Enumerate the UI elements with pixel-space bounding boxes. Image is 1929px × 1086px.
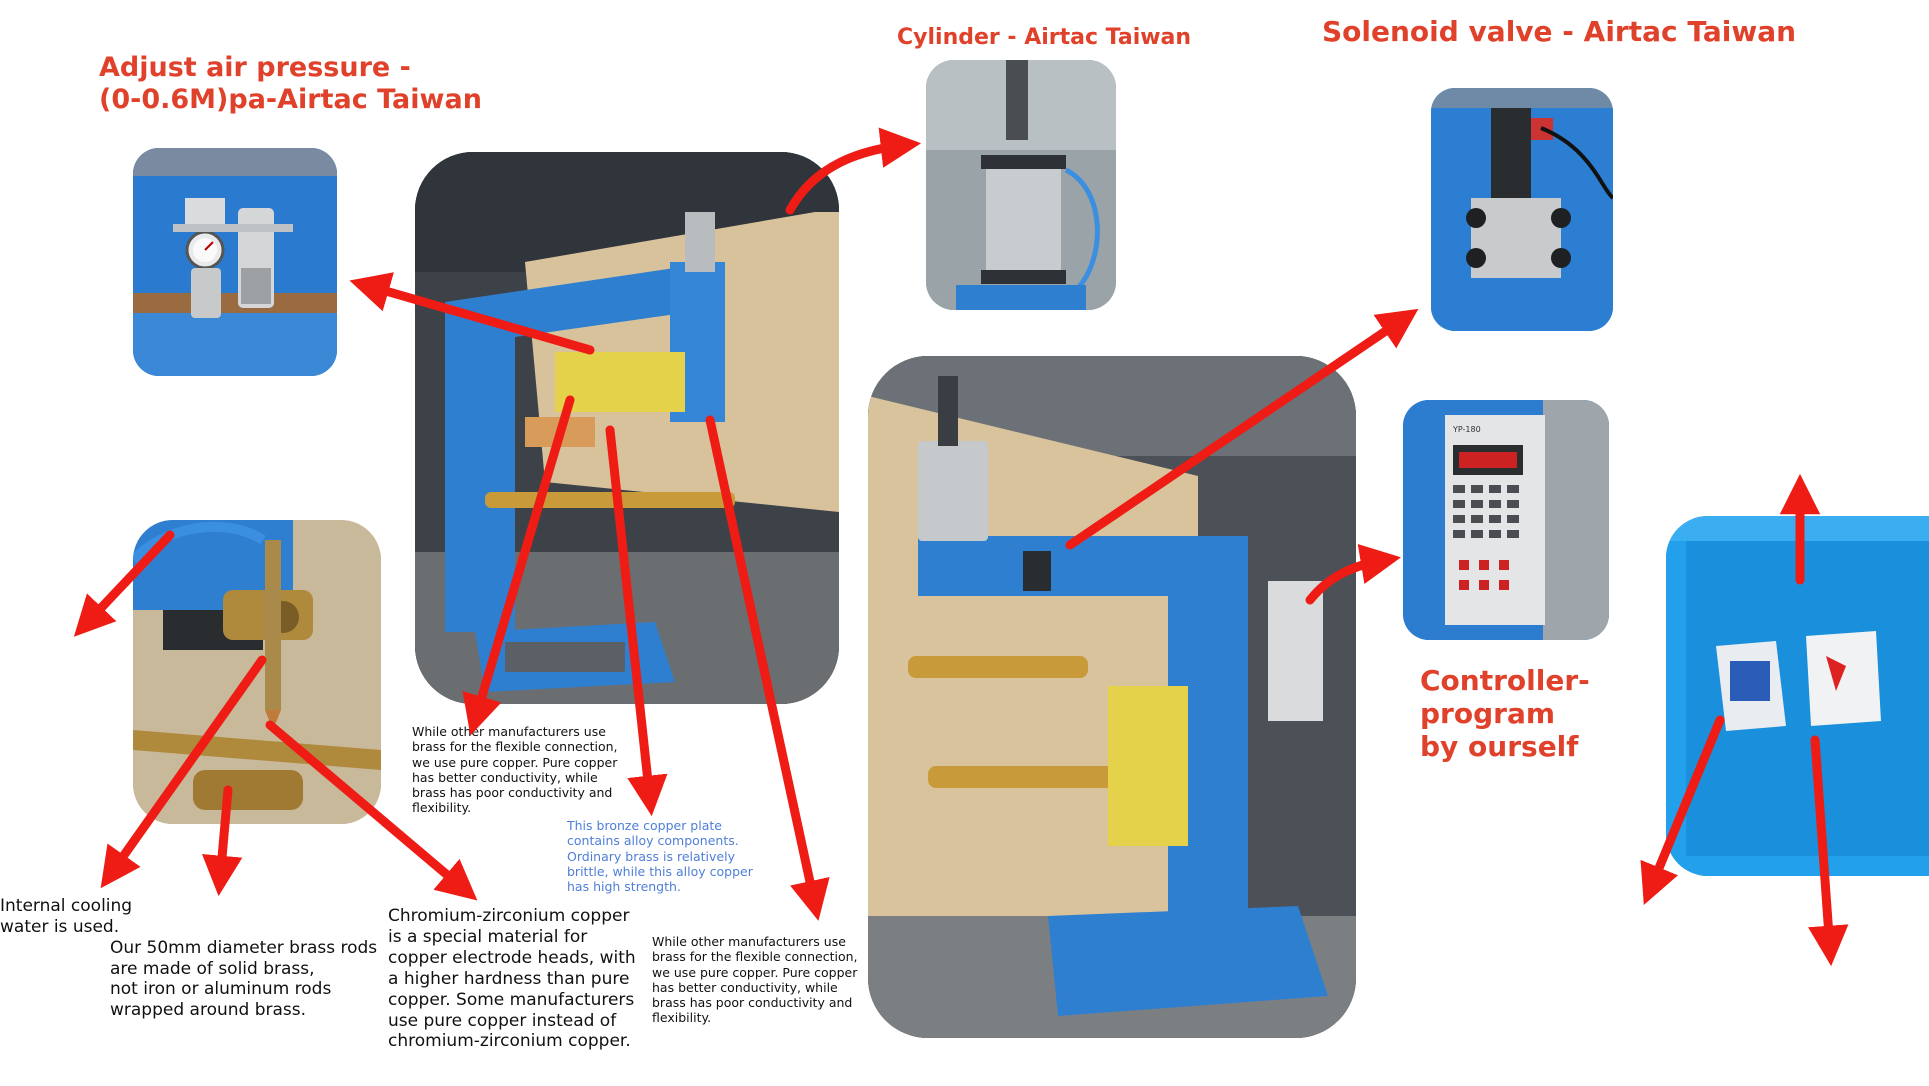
chromium-note: Chromium-zirconium copper is a special m… bbox=[388, 906, 636, 1052]
flexible-connection-note-2: While other manufacturers use brass for … bbox=[652, 934, 858, 1026]
brass-rods-note: Our 50mm diameter brass rods are made of… bbox=[110, 938, 378, 1021]
machine-photo-right bbox=[868, 356, 1356, 1038]
accessories-image bbox=[1666, 516, 1929, 876]
cylinder-photo bbox=[926, 60, 1116, 310]
controller-title: Controller- program by ourself bbox=[1420, 664, 1590, 764]
bronze-plate-note: This bronze copper plate contains alloy … bbox=[567, 818, 753, 894]
air-regulator-image bbox=[133, 148, 337, 376]
solenoid-title: Solenoid valve - Airtac Taiwan bbox=[1322, 15, 1797, 48]
cylinder-image bbox=[926, 60, 1116, 310]
air-pressure-title: Adjust air pressure - (0-0.6M)pa-Airtac … bbox=[99, 52, 482, 116]
accessories-photo bbox=[1666, 516, 1929, 876]
solenoid-photo bbox=[1431, 88, 1613, 331]
controller-image: YP-180 bbox=[1403, 400, 1609, 640]
controller-panel-header: YP-180 bbox=[1452, 425, 1481, 434]
machine-photo-left bbox=[415, 152, 839, 704]
flexible-connection-note-1: While other manufacturers use brass for … bbox=[412, 724, 618, 816]
solenoid-image bbox=[1431, 88, 1613, 331]
machine-image-right bbox=[868, 356, 1356, 1038]
cylinder-title: Cylinder - Airtac Taiwan bbox=[897, 25, 1192, 50]
electrode-image bbox=[133, 520, 381, 824]
cooling-note: Internal cooling water is used. bbox=[0, 896, 133, 937]
electrode-photo bbox=[133, 520, 381, 824]
controller-photo: YP-180 bbox=[1403, 400, 1609, 640]
air-regulator-photo bbox=[133, 148, 337, 376]
machine-image-left bbox=[415, 152, 839, 704]
